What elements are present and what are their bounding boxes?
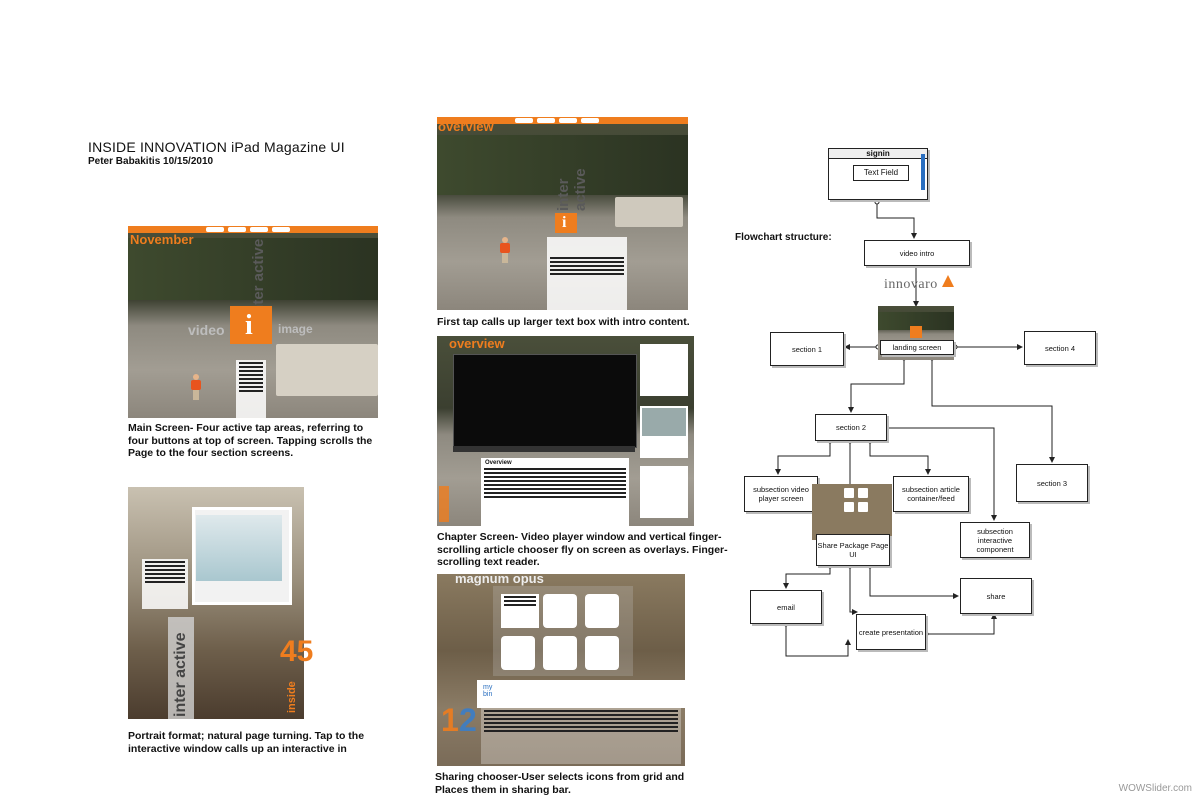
watermark: WOWSlider.com [1118,783,1192,794]
sharing-chooser-mockup: magnum opus my bin 1 2 [437,571,685,766]
flow-node-subsection-video[interactable]: subsection video player screen [744,476,818,512]
child-figure [190,374,202,400]
sharing-caption: Sharing chooser-User selects icons from … [435,771,685,796]
innovaro-logo-mark [942,275,954,287]
first-tap-mockup: overview inter active i [437,117,688,315]
text-field[interactable]: Text Field [853,165,909,181]
article-chooser-item[interactable] [640,344,688,396]
text-reader[interactable]: Overview [481,458,629,526]
nav-button[interactable] [228,227,246,232]
portrait-caption: Portrait format; natural page turning. T… [128,730,365,755]
flow-node-share[interactable]: share [960,578,1032,614]
flow-node-video-intro[interactable]: video intro [864,240,970,266]
video-tap-area[interactable]: video [188,322,225,338]
flow-node-email[interactable]: email [750,590,822,624]
nav-bar [437,117,688,124]
info-icon: i [245,310,253,341]
section-label: overview [449,336,505,351]
nav-button[interactable] [272,227,290,232]
section-label: November [130,232,194,247]
sharing-title: magnum opus [455,571,544,586]
flow-node-section-4[interactable]: section 4 [1024,331,1096,365]
main-screen-caption: Main Screen- Four active tap areas, refe… [128,422,373,459]
portrait-text-box [142,559,188,609]
share-icon-tile[interactable] [501,636,535,670]
nav-button[interactable] [250,227,268,232]
share-icon-tile[interactable] [543,594,577,628]
article-chooser-item[interactable] [640,466,688,518]
page-title: INSIDE INNOVATION iPad Magazine UI [88,139,345,155]
portrait-mockup: inter active 45 inside [128,487,313,719]
author-line: Peter Babakitis 10/15/2010 [88,156,214,167]
child-figure [499,237,511,263]
flow-node-landing-screen[interactable]: landing screen [880,340,954,355]
intro-text-box [236,360,266,418]
page-number: 45 [280,635,314,668]
flow-node-section-3[interactable]: section 3 [1016,464,1088,502]
nav-button[interactable] [581,118,599,123]
share-package-thumbnail [812,484,892,540]
first-tap-caption: First tap calls up larger text box with … [437,316,690,328]
signin-node[interactable]: signin Text Field [828,148,928,200]
flow-node-share-package[interactable]: Share Package Page UI [816,534,890,566]
nav-button[interactable] [559,118,577,123]
share-icon-tile[interactable] [543,636,577,670]
sharing-bar[interactable]: my bin [477,680,685,708]
signin-title: signin [829,149,927,159]
article-chooser-item[interactable] [640,406,688,458]
flowchart-label: Flowchart structure: [735,232,832,243]
chapter-screen-mockup: overview Overview [437,336,694,526]
innovaro-logo: innovaro [884,277,938,292]
flow-node-create-presentation[interactable]: create presentation [856,614,926,650]
share-icon-tile[interactable] [585,636,619,670]
chapter-screen-caption: Chapter Screen- Video player window and … [437,531,728,568]
info-icon: i [562,214,567,231]
intro-text-box-large [547,237,627,315]
share-icon-tile[interactable] [585,594,619,628]
main-screen-mockup: November inter active video image i [128,226,378,418]
nav-button[interactable] [537,118,555,123]
nav-button[interactable] [206,227,224,232]
section-label: overview [438,119,494,134]
image-tap-area[interactable]: image [278,322,313,336]
nav-bar [128,226,378,233]
flow-node-subsection-article[interactable]: subsection article container/feed [893,476,969,512]
flow-node-subsection-interactive[interactable]: subsection interactive component [960,522,1030,558]
interactive-window[interactable] [196,515,282,581]
nav-button[interactable] [515,118,533,123]
share-description-box [501,594,539,628]
flow-node-section-2[interactable]: section 2 [815,414,887,441]
flow-node-section-1[interactable]: section 1 [770,332,844,366]
info-button[interactable]: i [555,213,577,233]
info-button[interactable]: i [230,306,272,344]
article-heading: Overview [485,460,512,466]
my-bin-label: my bin [483,684,493,698]
